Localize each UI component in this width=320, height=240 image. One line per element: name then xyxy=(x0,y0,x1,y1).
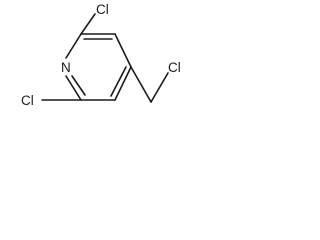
bond-c6-n xyxy=(65,75,82,101)
bond-c4-ch2 xyxy=(130,66,152,103)
atom-label-nitrogen: N xyxy=(61,60,71,75)
bond-c4-c5-inner xyxy=(110,66,127,97)
bond-c4-c5 xyxy=(114,66,132,101)
atom-label-chlorine-bottom: Cl xyxy=(21,93,34,108)
bond-c6-n-inner xyxy=(71,75,86,96)
chemical-structure: N Cl Cl Cl xyxy=(21,2,181,108)
atom-labels: N Cl Cl Cl xyxy=(21,2,181,108)
atom-label-chlorine-top: Cl xyxy=(96,2,109,17)
bond-lines xyxy=(41,13,169,103)
bond-c3-c4 xyxy=(114,33,132,68)
atom-label-chlorine-chloromethyl: Cl xyxy=(168,60,181,75)
bond-ch2-cl xyxy=(150,72,169,103)
bond-n-c2 xyxy=(65,33,82,59)
bond-c2-cl xyxy=(80,13,96,35)
